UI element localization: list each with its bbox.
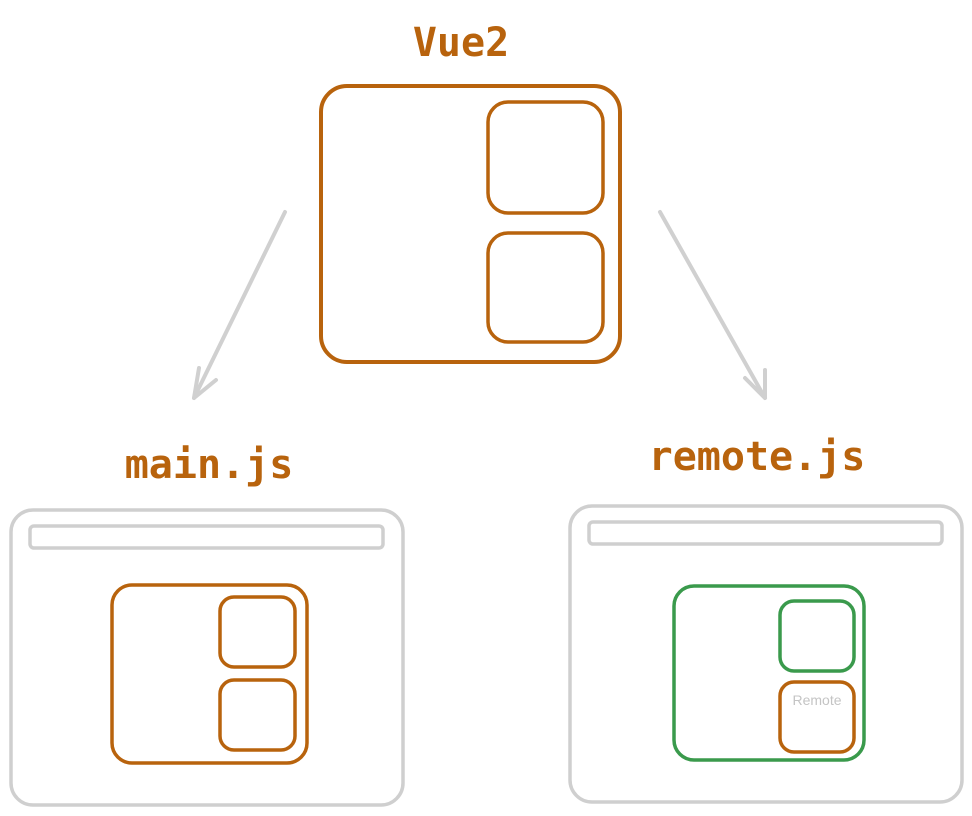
vue2-container-box <box>319 84 622 364</box>
main-vue-child-box-top <box>218 595 297 669</box>
remote-child-box-top <box>778 599 856 673</box>
remote-child-label: Remote <box>792 692 841 708</box>
main-js-title: main.js <box>125 442 294 488</box>
vue2-child-box-top <box>486 100 605 215</box>
main-vue-child-box-bottom <box>218 678 297 752</box>
vue2-child-box-bottom <box>486 231 605 344</box>
arrow-to-remote <box>658 210 767 400</box>
remote-component-box <box>672 584 866 762</box>
remote-window-frame <box>568 504 964 804</box>
remote-js-block: remote.js Remote <box>568 434 964 804</box>
main-window-frame <box>9 508 405 807</box>
main-js-block: main.js <box>9 442 405 807</box>
remote-window-toolbar-bar <box>587 520 944 546</box>
remote-js-title: remote.js <box>649 434 866 480</box>
arrow-to-main <box>192 210 287 400</box>
remote-child-box-bottom <box>778 680 856 754</box>
main-vue-component-box <box>110 583 309 765</box>
vue2-block: Vue2 <box>319 20 622 364</box>
vue2-title: Vue2 <box>413 20 509 66</box>
main-window-toolbar-bar <box>28 524 385 550</box>
